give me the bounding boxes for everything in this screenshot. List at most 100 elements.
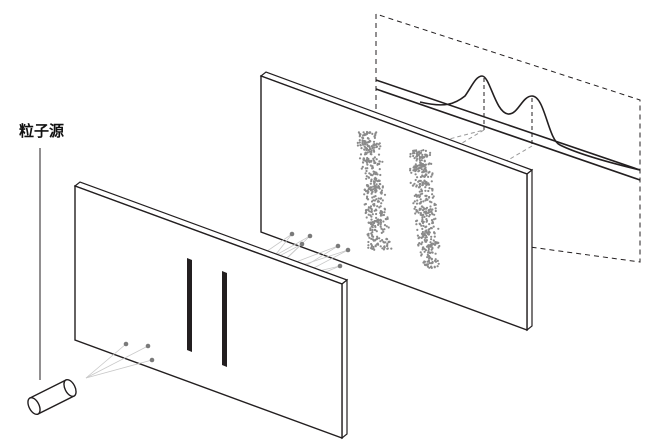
pattern-dot [377,222,380,225]
pattern-dot [378,187,381,190]
pattern-dot [369,214,372,217]
pattern-dot [378,237,381,240]
pattern-dot [379,245,382,248]
pattern-dot [374,187,377,190]
pattern-dot [436,259,439,262]
pattern-dot [373,248,376,251]
pattern-dot [422,155,426,159]
pattern-dot [423,232,426,235]
pattern-dot [420,156,423,159]
pattern-dot [422,233,425,236]
pattern-dot [413,207,416,210]
particle-dot [289,231,295,237]
pattern-dot [420,224,423,227]
pattern-dot [383,246,386,249]
pattern-dot [369,227,372,230]
pattern-dot [415,202,419,205]
pattern-dot [379,221,383,224]
pattern-dot [418,185,421,188]
pattern-dot [380,202,383,205]
pattern-dot [367,234,370,237]
pattern-dot [371,167,374,170]
pattern-dot [428,162,431,165]
pattern-dot [382,213,385,217]
pattern-dot [423,167,426,170]
pattern-dot [421,153,424,156]
pattern-dot [372,185,375,188]
particle-dot [345,247,351,253]
pattern-dot [430,219,434,222]
interference-intensity-curve [419,75,641,171]
pattern-dot [368,131,371,134]
pattern-dot [419,251,422,254]
pattern-dot [363,188,366,191]
pattern-dot [374,143,377,146]
pattern-dot [419,159,422,162]
pattern-dot [415,223,418,226]
pattern-dot [381,186,384,189]
pattern-dot [416,176,419,179]
pattern-dot [374,185,377,188]
pattern-dot [364,211,367,215]
pattern-dot [383,211,386,214]
pattern-dot [420,162,423,165]
pattern-dot [415,220,418,223]
pattern-dot [419,198,422,201]
pattern-dot [373,181,376,184]
pattern-dot [380,189,384,192]
pattern-dot [367,137,370,140]
pattern-dot [437,227,440,230]
pattern-dot [369,152,372,156]
graph-baseline-upper [375,79,641,171]
pattern-dot [423,207,426,210]
pattern-dot [434,209,437,213]
pattern-dot [414,169,418,172]
particle-dot [307,233,313,239]
pattern-dot [374,225,377,229]
pattern-dot [370,180,373,183]
pattern-dot [381,160,384,163]
pattern-dot [425,239,428,242]
pattern-dot [360,167,363,170]
slit-1 [187,258,192,352]
pattern-dot [413,200,416,203]
pattern-dot [380,192,383,195]
pattern-dot [378,179,381,182]
pattern-dot [413,194,416,197]
pattern-dot [379,223,382,226]
pattern-dot [409,167,412,170]
pattern-dot [373,150,376,153]
pattern-dot [418,190,421,193]
pattern-dot [424,234,428,237]
pattern-dot [367,240,370,244]
pattern-dot [363,203,366,206]
pattern-dot [375,212,378,216]
pattern-dot [421,230,424,234]
pattern-dot [362,137,365,140]
pattern-dot [386,247,389,250]
pattern-dot [422,149,425,152]
pattern-dot [414,212,417,215]
pattern-dot [363,193,366,196]
pattern-dot [437,262,440,265]
pattern-dot [424,230,427,233]
pattern-dot [421,248,424,251]
pattern-dot [367,213,370,216]
pattern-dot [427,189,430,193]
pattern-dot [426,183,430,186]
pattern-dot [370,218,373,221]
pattern-dot [414,205,417,209]
detection-screen-side-edge [526,168,533,332]
pattern-dot [411,184,414,187]
pattern-dot [373,146,376,149]
pattern-dot [415,155,418,158]
pattern-dot [429,151,432,154]
pattern-dot [427,249,430,252]
pattern-dot [370,208,373,211]
pattern-dot [383,208,387,211]
pattern-dot [430,180,433,183]
pattern-dot [374,161,377,164]
pattern-dot [421,227,424,230]
pattern-dot [370,247,373,250]
pattern-dot [356,141,359,144]
